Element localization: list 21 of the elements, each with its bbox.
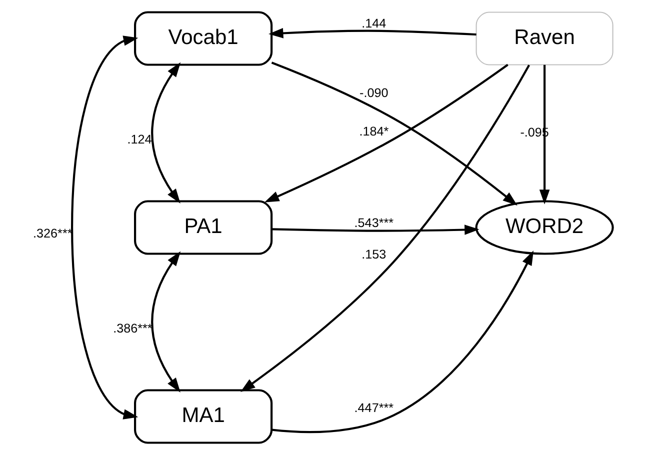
edge-label: .124: [127, 132, 152, 146]
arrow: [151, 251, 181, 392]
node-box: Vocab1: [134, 11, 273, 66]
edge-label: .543***: [354, 216, 394, 230]
arrow: [151, 62, 181, 204]
edge-label: .153: [362, 248, 386, 262]
arrow: [539, 64, 550, 204]
node-box: PA1: [134, 200, 273, 255]
node-ellipse: WORD2: [475, 200, 614, 255]
node-box: MA1: [134, 389, 273, 444]
arrow: [272, 224, 480, 235]
edge-label: -.090: [360, 86, 388, 100]
edge-label: .184*: [359, 124, 389, 139]
arrow: [71, 36, 138, 420]
arrow: [268, 28, 476, 38]
arrow: [272, 250, 534, 434]
arrow: [240, 64, 530, 392]
edge-label: .386***: [113, 321, 152, 336]
node-box: Raven: [476, 12, 614, 66]
edge-label: .144: [362, 16, 386, 31]
edge-label: .447***: [354, 400, 394, 415]
